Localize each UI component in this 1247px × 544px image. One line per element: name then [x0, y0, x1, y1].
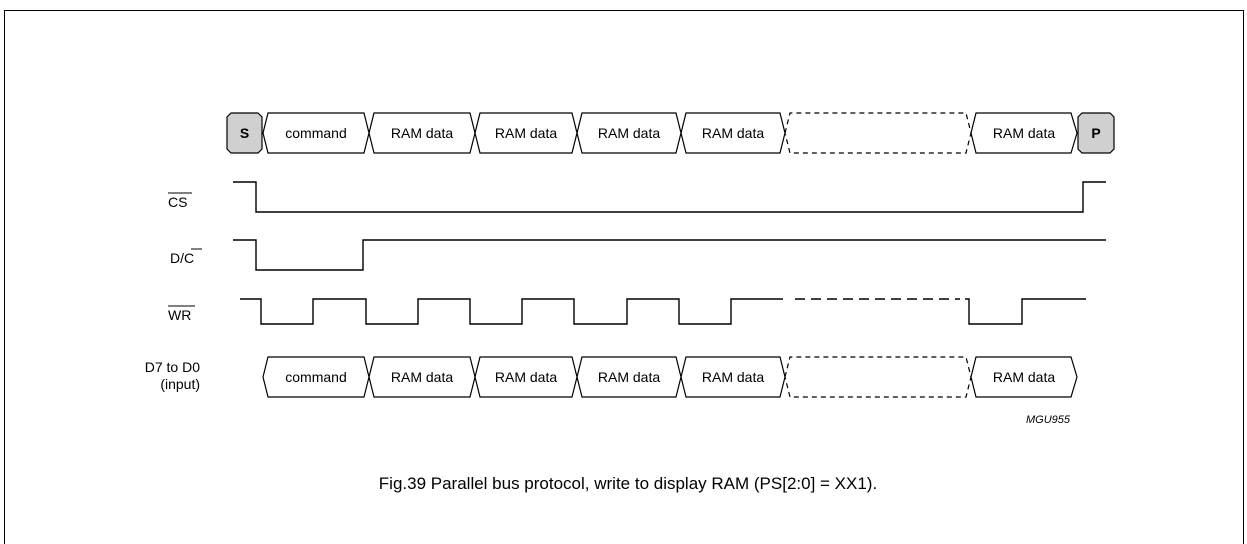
figure-frame: [4, 10, 1244, 544]
stop-label: P: [1091, 125, 1100, 141]
wr-waveform: [240, 298, 783, 325]
dc-waveform: [233, 239, 1106, 271]
data-label-line2: (input): [160, 376, 200, 392]
cs-label: CS: [168, 194, 187, 210]
protocol-segment-ram-data: RAM data: [993, 125, 1055, 141]
data-segment-ram-data: RAM data: [391, 369, 453, 385]
data-label-line1: D7 to D0: [145, 359, 200, 375]
protocol-segment-ram-data: RAM data: [702, 125, 764, 141]
cs-waveform: [233, 181, 1106, 213]
wr-signal: WR: [168, 298, 1086, 325]
dc-signal: D/C: [170, 239, 1106, 271]
start-condition: S: [226, 112, 263, 154]
data-segment-ram-data: RAM data: [495, 369, 557, 385]
data-segment-command: command: [285, 369, 346, 385]
protocol-segment-command: command: [285, 125, 346, 141]
data-segment-ram-data: RAM data: [702, 369, 764, 385]
protocol-segments: command RAM data RAM data RAM data RAM d…: [262, 112, 1078, 154]
data-bus: D7 to D0 (input) command RAM data RAM da…: [145, 356, 1078, 398]
wr-label: WR: [168, 307, 191, 323]
start-label: S: [240, 125, 249, 141]
data-segment-ram-data: RAM data: [598, 369, 660, 385]
dc-label: D/C: [170, 250, 194, 266]
protocol-segment-ram-data: RAM data: [391, 125, 453, 141]
wr-waveform-tail: [965, 298, 1086, 325]
figure-code: MGU955: [1026, 414, 1071, 426]
stop-condition: P: [1077, 112, 1115, 154]
cs-signal: CS: [168, 181, 1106, 213]
data-segment-ram-data: RAM data: [993, 369, 1055, 385]
figure-caption: Fig.39 Parallel bus protocol, write to d…: [379, 474, 877, 493]
protocol-segment-ram-data: RAM data: [495, 125, 557, 141]
protocol-segment-ram-data: RAM data: [598, 125, 660, 141]
